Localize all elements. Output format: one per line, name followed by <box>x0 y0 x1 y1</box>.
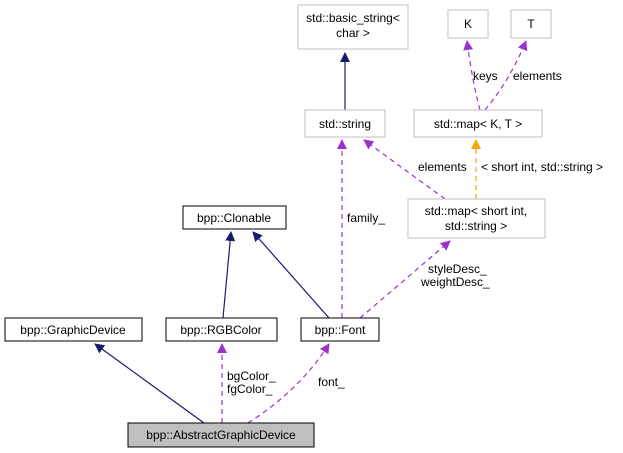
edge-label-elements2: elements <box>513 69 562 83</box>
edge-keys-usage: keys <box>463 40 498 111</box>
edge-desc-usage: styleDesc_ weightDesc_ <box>359 240 490 319</box>
node-label: bpp::GraphicDevice <box>20 323 126 337</box>
node-std-string[interactable]: std::string <box>304 109 386 138</box>
node-label: K <box>464 17 472 31</box>
edge-label-bgcolor: bgColor_ <box>227 369 276 383</box>
node-label-line1: std::map< short int, <box>425 204 527 218</box>
node-label-line2: char > <box>336 26 370 40</box>
edge-label-font: font_ <box>318 375 345 389</box>
edge-graphicdevice-inheritance <box>94 343 205 424</box>
node-label: bpp::AbstractGraphicDevice <box>146 428 296 442</box>
edge-elements2-usage: elements <box>484 40 562 111</box>
node-graphic-device[interactable]: bpp::GraphicDevice <box>4 317 143 342</box>
node-map-kt[interactable]: std::map< K, T > <box>413 109 543 138</box>
node-label: bpp::RGBColor <box>180 323 261 337</box>
node-label: std::map< K, T > <box>434 117 522 131</box>
node-rgb-color[interactable]: bpp::RGBColor <box>165 317 278 342</box>
node-t[interactable]: T <box>510 9 552 39</box>
node-label: bpp::Clonable <box>197 211 271 225</box>
node-label: T <box>527 17 535 31</box>
edge-elements-usage: elements <box>363 139 467 200</box>
node-clonable[interactable]: bpp::Clonable <box>182 205 287 230</box>
edge-label-weightdesc: weightDesc_ <box>420 275 490 289</box>
edge-clonable-font <box>252 231 330 319</box>
edge-label-keys: keys <box>473 69 498 83</box>
edge-label-family: family_ <box>347 211 385 225</box>
edge-font-usage: font_ <box>247 343 345 424</box>
node-label: bpp::Font <box>315 323 366 337</box>
edge-rgbcolor-usage: bgColor_ fgColor_ <box>217 343 276 423</box>
edge-label-template: < short int, std::string > <box>481 160 603 174</box>
edge-label-styledesc: styleDesc_ <box>428 262 487 276</box>
edge-label-elements: elements <box>418 160 467 174</box>
node-font[interactable]: bpp::Font <box>300 317 380 342</box>
edge-clonable-rgbcolor <box>222 231 236 319</box>
node-map-short-string[interactable]: std::map< short int, std::string > <box>407 198 546 239</box>
edge-label-fgcolor: fgColor_ <box>227 382 273 396</box>
node-label: std::string <box>319 117 371 131</box>
node-label-line1: std::basic_string< <box>306 11 400 25</box>
node-basic-string[interactable]: std::basic_string< char > <box>297 4 409 50</box>
edge-family-usage: family_ <box>337 139 385 318</box>
node-abstract-graphic-device[interactable]: bpp::AbstractGraphicDevice <box>127 422 315 448</box>
node-k[interactable]: K <box>447 9 489 39</box>
node-label-line2: std::string > <box>445 219 507 233</box>
edge-template-instance: < short int, std::string > <box>471 139 603 199</box>
